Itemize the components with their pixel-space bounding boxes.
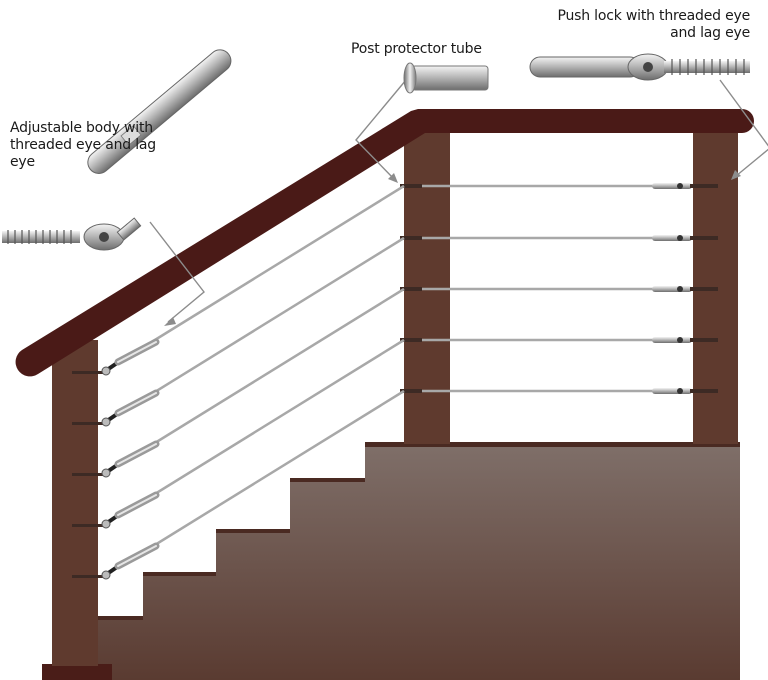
arrowhead — [164, 317, 176, 326]
post-protectors — [400, 184, 422, 393]
cable — [149, 236, 405, 397]
callout-adjustable-body: Adjustable body with threaded eye and la… — [10, 120, 156, 170]
leader-post-protector — [355, 79, 407, 180]
callout-push-lock: Push lock with threaded eye and lag eye — [557, 8, 750, 41]
leader-adjustable — [149, 221, 205, 323]
post-protector-stub — [400, 236, 422, 240]
adjustable-fitting — [72, 542, 160, 580]
post-protector-tube-icon — [403, 62, 489, 94]
stair-nosing — [143, 572, 216, 576]
staircase — [42, 442, 740, 680]
adjustable-fitting — [72, 440, 160, 478]
stair-nosing — [365, 442, 740, 447]
arrowhead — [731, 170, 741, 180]
cable — [149, 184, 405, 345]
middle-post — [404, 126, 450, 444]
post-protector-stub — [400, 184, 422, 188]
left-post — [52, 340, 98, 666]
stair-body — [97, 444, 740, 680]
post-protector-stub — [400, 287, 422, 291]
stair-nosing — [97, 616, 143, 620]
adjustable-fitting — [72, 338, 160, 376]
adjustable-fitting — [72, 389, 160, 427]
adjustable-fittings — [72, 338, 160, 580]
stair-nosing — [216, 529, 290, 533]
push-lock-fitting — [652, 183, 718, 189]
turnbuckle-lag-eye-icon — [2, 49, 232, 251]
push-lock-fitting — [652, 286, 718, 292]
horizontal-cables — [420, 184, 655, 393]
cable — [149, 389, 405, 550]
post-protector-stub — [400, 338, 422, 342]
callout-post-protector: Post protector tube — [351, 41, 482, 57]
leader-lines — [149, 79, 768, 326]
right-post — [693, 126, 738, 444]
cable — [149, 287, 405, 448]
push-lock-fitting — [652, 388, 718, 394]
push-lock-fittings — [652, 183, 718, 394]
cable — [149, 338, 405, 499]
leader-push-lock — [719, 79, 768, 177]
diagonal-cables — [149, 184, 405, 550]
floor-base — [42, 664, 112, 680]
push-lock-fitting — [652, 337, 718, 343]
adjustable-fitting — [72, 491, 160, 529]
push-lock-fitting — [652, 235, 718, 241]
push-lock-lag-eye-icon — [529, 53, 750, 81]
stair-nosing — [290, 478, 365, 482]
arrowhead — [388, 173, 398, 183]
post-protector-stub — [400, 389, 422, 393]
